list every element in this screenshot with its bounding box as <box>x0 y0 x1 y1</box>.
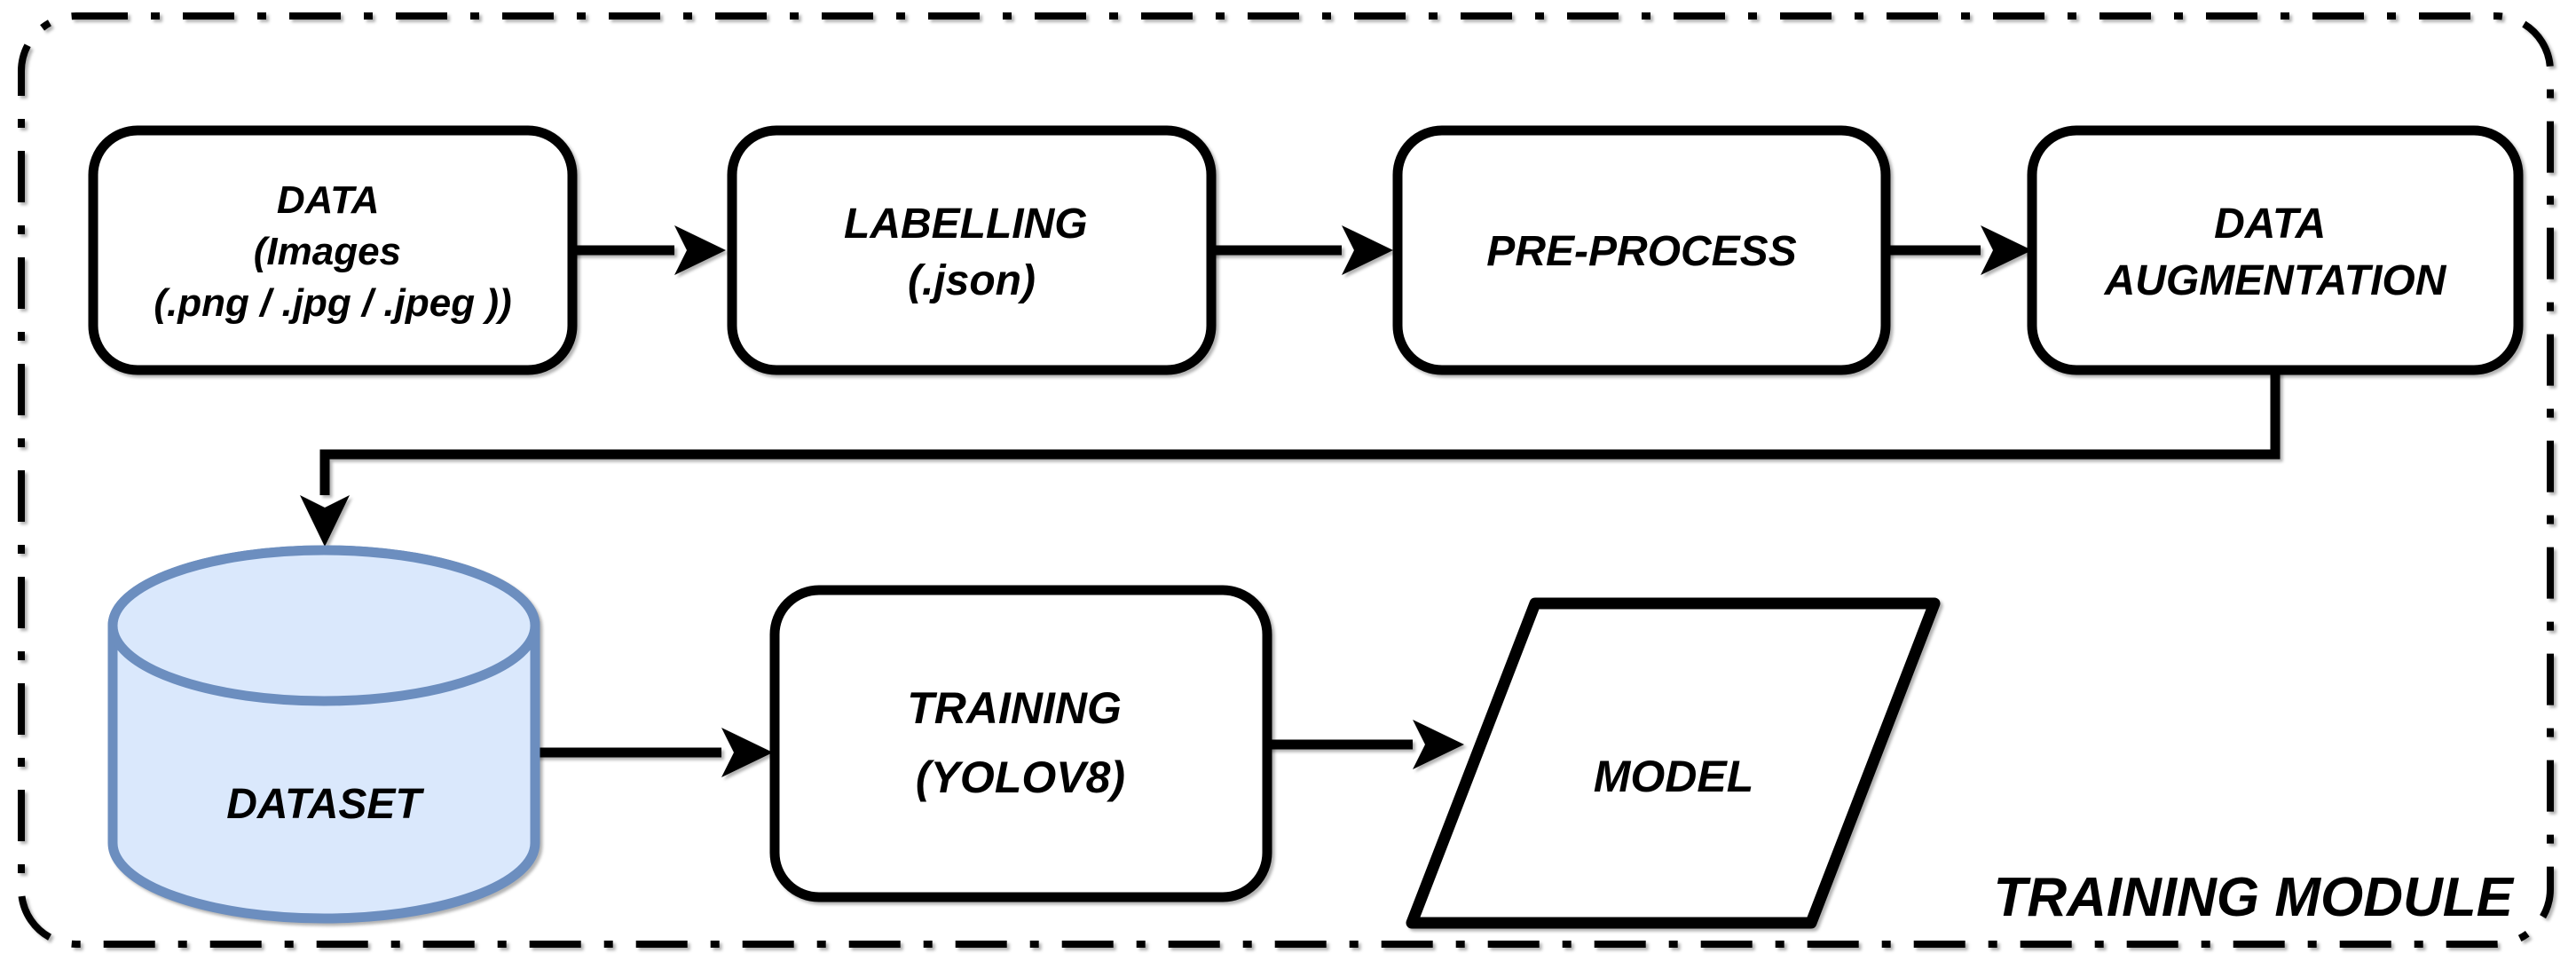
node-training-shape <box>769 585 1272 902</box>
edge-arrows <box>300 225 2281 777</box>
node-data-label: DATA (Images (.png / .jpg / .jpeg )) <box>154 178 511 325</box>
label-line: (Images <box>254 230 401 273</box>
node-labelling-shape <box>727 125 1217 375</box>
module-boundary <box>18 12 2554 948</box>
node-data-shape <box>88 125 578 375</box>
label-line: (.json) <box>908 257 1036 304</box>
node-preprocess-shape <box>1392 125 1891 375</box>
node-data-augmentation: DATA AUGMENTATION <box>2027 125 2524 375</box>
node-data: DATA (Images (.png / .jpg / .jpeg )) <box>88 125 578 375</box>
label-line: LABELLING <box>844 201 1088 248</box>
node-dataset-label: DATASET <box>226 781 424 828</box>
node-model: MODEL <box>1406 597 1941 929</box>
label-line: (YOLOV8) <box>916 752 1125 802</box>
node-labelling: LABELLING (.json) <box>727 125 1217 375</box>
dataset-cylinder-top <box>107 545 540 706</box>
node-training: TRAINING (YOLOV8) <box>769 585 1272 902</box>
label-line: DATA <box>277 178 378 222</box>
node-preprocess: PRE-PROCESS <box>1392 125 1891 375</box>
label-line: PRE-PROCESS <box>1486 228 1796 275</box>
label-line: TRAINING <box>907 683 1122 733</box>
node-model-shape <box>1406 597 1941 929</box>
node-dataset: DATASET <box>107 545 540 924</box>
label-line: (.png / .jpg / .jpeg )) <box>154 281 511 325</box>
arrow-augmentation-to-dataset <box>300 371 2281 547</box>
module-title: TRAINING MODULE <box>1993 867 2514 928</box>
label-line: DATA <box>2214 201 2324 248</box>
node-data-augmentation-shape <box>2027 125 2524 375</box>
node-data-augmentation-label: DATA AUGMENTATION <box>2104 201 2447 304</box>
label-line: DATASET <box>226 781 424 828</box>
node-preprocess-label: PRE-PROCESS <box>1486 228 1796 275</box>
label-line: MODEL <box>1594 752 1754 801</box>
node-model-label: MODEL <box>1594 752 1754 801</box>
node-labelling-label: LABELLING (.json) <box>844 201 1099 304</box>
node-training-label: TRAINING (YOLOV8) <box>907 683 1134 802</box>
label-line: AUGMENTATION <box>2104 257 2447 304</box>
